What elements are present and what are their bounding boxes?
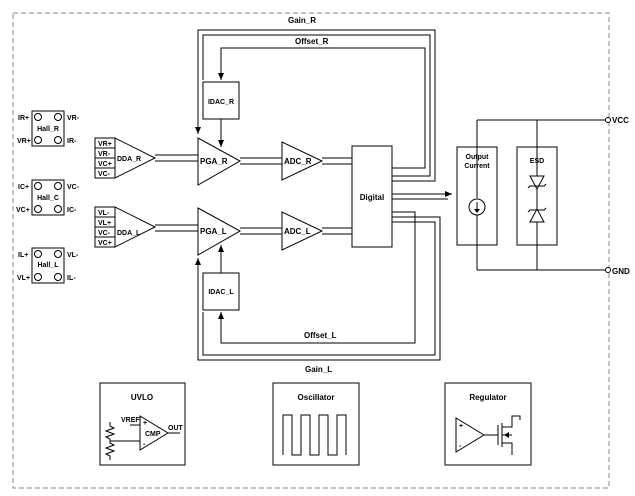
dda-r-label: DDA_R	[117, 156, 141, 163]
oscillator-title: Oscillator	[298, 393, 335, 402]
esd-diode-top-icon	[529, 175, 545, 191]
uvlo-plus: +	[143, 420, 147, 427]
dda-l-in-3: VC-	[98, 230, 111, 237]
dda-r-in-3: VC+	[98, 161, 112, 168]
error-amp-icon	[455, 417, 485, 453]
pga-r-amplifier: PGA_R	[197, 137, 242, 186]
pga-adc-buses	[240, 157, 282, 235]
dda-l-in-4: VC+	[98, 240, 112, 247]
resistor-divider-icon	[104, 425, 116, 460]
offset-r-label: Offset_R	[295, 37, 329, 46]
dda-l-in-2: VL+	[98, 220, 111, 227]
idac-l-block: IDAC_L	[202, 272, 240, 311]
gnd-pin-icon	[605, 267, 611, 273]
esd-diode-bottom-icon	[529, 207, 545, 223]
uvlo-block: UVLO VREF + - CMP OUT	[99, 382, 186, 466]
hall-r-pin-ir-plus: IR+	[18, 115, 29, 122]
hall-r-label: Hall_R	[37, 126, 59, 133]
digital-label: Digital	[360, 193, 384, 202]
dda-r-in-4: VC-	[98, 171, 111, 178]
hall-l-label: Hall_L	[37, 262, 59, 269]
dda-r-in-1: VR+	[98, 141, 112, 148]
hall-l-pin-vl-plus: VL+	[17, 275, 30, 282]
dda-r-in-2: VR-	[98, 151, 111, 158]
idac-r-block: IDAC_R	[202, 81, 240, 120]
idac-r-label: IDAC_R	[208, 99, 234, 106]
gain-r-line-inner	[202, 34, 431, 177]
dda-r-amplifier: VR+ VR- VC+ VC- DDA_R	[94, 137, 157, 179]
pga-l-amplifier: PGA_L	[197, 207, 242, 256]
offset-r-line	[218, 47, 426, 169]
uvlo-out-label: OUT	[168, 425, 184, 432]
dda-pga-buses	[155, 154, 198, 232]
hall-r-pin-ir-minus: IR-	[67, 138, 77, 145]
idac-l-label: IDAC_L	[208, 289, 234, 296]
uvlo-vref-label: VREF	[121, 417, 140, 424]
adc-l-block: ADC_L	[281, 211, 324, 251]
regulator-block: Regulator + -	[444, 382, 532, 466]
gain-r-label: Gain_R	[288, 16, 316, 25]
adc-r-block: ADC_R	[281, 141, 324, 181]
adc-l-label: ADC_L	[284, 227, 311, 236]
digital-block: Digital	[351, 145, 393, 248]
esd-block: ESD	[516, 120, 558, 270]
regulator-plus: +	[459, 423, 463, 430]
output-current-block: Output Current	[456, 120, 498, 270]
hall-l-sensor: Hall_L IL+ VL- VL+ IL-	[17, 247, 79, 284]
hall-c-pin-vc-plus: VC+	[16, 207, 30, 214]
hall-c-pin-vc-minus: VC-	[67, 184, 80, 191]
hall-c-label: Hall_C	[37, 195, 59, 202]
pga-l-label: PGA_L	[200, 227, 227, 236]
regulator-minus: -	[459, 443, 462, 450]
dda-l-amplifier: VL- VL+ VC- VC+ DDA_L	[94, 206, 157, 248]
dda-l-in-1: VL-	[98, 210, 110, 217]
hall-l-pin-il-minus: IL-	[67, 275, 76, 282]
uvlo-cmp-label: CMP	[145, 431, 161, 438]
vcc-pin-icon	[605, 117, 611, 123]
offset-l-line	[218, 211, 416, 344]
chip-boundary	[12, 12, 610, 489]
hall-c-pin-ic-plus: IC+	[18, 184, 29, 191]
hall-r-pin-vr-minus: VR-	[67, 115, 80, 122]
dda-l-label: DDA_L	[117, 230, 141, 237]
vcc-label: VCC	[612, 116, 629, 125]
hall-c-sensor: Hall_C IC+ VC- VC+ IC-	[16, 179, 80, 216]
square-wave-icon	[282, 414, 347, 456]
gain-l-label: Gain_L	[305, 365, 332, 374]
comparator-icon	[139, 415, 169, 451]
oscillator-block: Oscillator	[272, 382, 360, 466]
hall-l-pin-il-plus: IL+	[18, 252, 28, 259]
offset-l-label: Offset_L	[304, 331, 337, 340]
adc-digital-buses	[322, 157, 352, 235]
uvlo-minus: -	[143, 441, 146, 448]
uvlo-title: UVLO	[131, 393, 153, 402]
gain-l-line	[195, 216, 441, 361]
hall-r-pin-vr-plus: VR+	[17, 138, 31, 145]
hall-l-pin-vl-minus: VL-	[67, 252, 79, 259]
hall-r-sensor: Hall_R IR+ VR- VR+ IR-	[17, 110, 80, 147]
adc-r-label: ADC_R	[284, 157, 312, 166]
gain-r-line	[195, 29, 436, 182]
gnd-label: GND	[612, 267, 630, 276]
hall-c-pin-ic-minus: IC-	[67, 207, 77, 214]
regulator-title: Regulator	[469, 393, 506, 402]
gain-l-line-inner	[202, 221, 436, 356]
pga-r-label: PGA_R	[200, 157, 228, 166]
